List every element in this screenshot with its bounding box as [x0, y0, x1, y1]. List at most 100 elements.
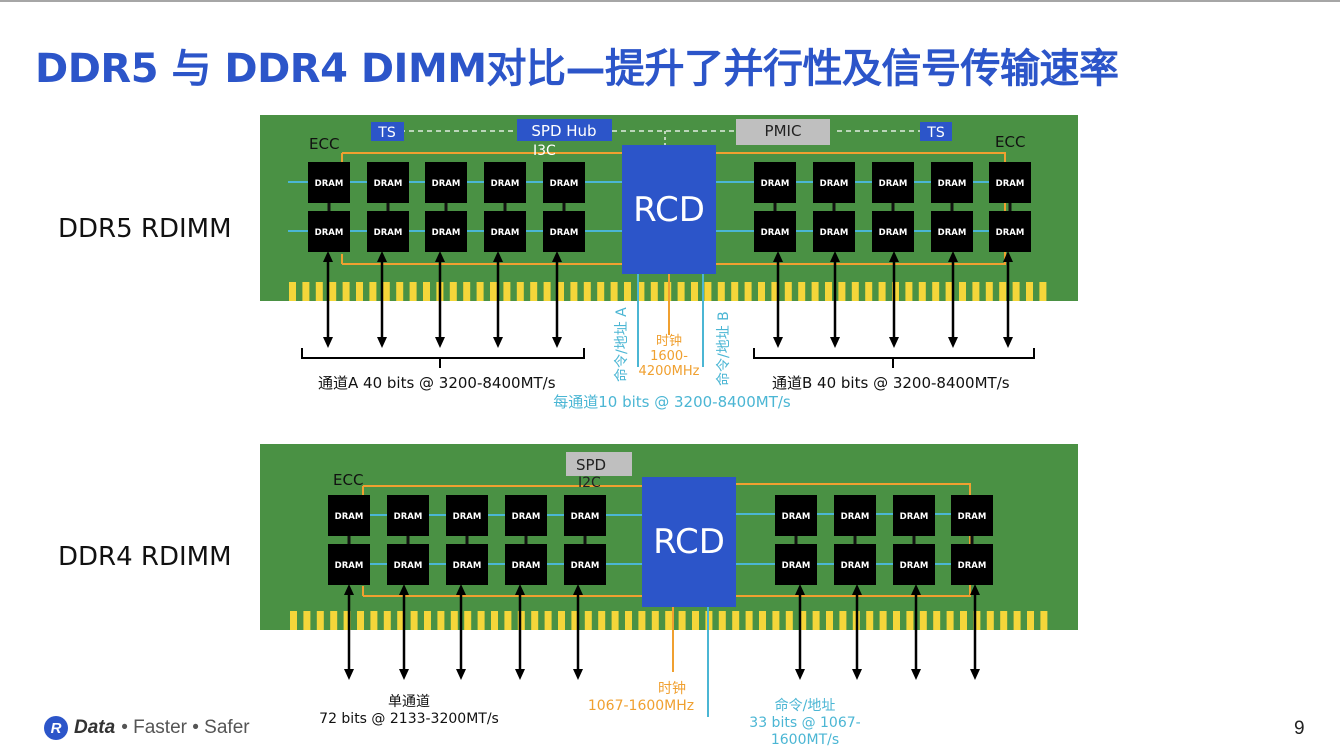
ddr5-dram-label: DRAM — [374, 179, 403, 189]
gold-pin — [919, 611, 927, 630]
gold-pin — [558, 611, 565, 630]
gold-pin — [677, 282, 685, 301]
gold-pin — [543, 282, 551, 301]
ddr5-dram-chip — [813, 211, 855, 252]
gold-pin — [356, 282, 363, 301]
gold-pin — [651, 611, 659, 630]
gold-pin — [409, 282, 417, 301]
gold-pin — [476, 282, 484, 301]
gold-pin — [933, 611, 941, 630]
ddr4-module: DRAMDRAMDRAMDRAMDRAMDRAMDRAMDRAMDRAMDRAM… — [260, 444, 1078, 748]
ddr5-dram-chip — [754, 211, 796, 252]
ddr4-rcd-chip — [642, 477, 736, 607]
gold-pin — [396, 282, 404, 301]
ddr5-dram-label: DRAM — [761, 228, 790, 238]
gold-pin — [650, 282, 658, 301]
ddr4-spd-label: SPD — [576, 456, 606, 474]
gold-pin — [557, 282, 564, 301]
gold-pin — [918, 282, 926, 301]
gold-pin — [583, 282, 591, 301]
ddr5-dram-label: DRAM — [879, 228, 908, 238]
ddr5-gold-pins — [289, 282, 1047, 301]
gold-pin — [784, 282, 792, 301]
gold-pin — [691, 282, 698, 301]
ddr5-arrow-head-up — [323, 251, 333, 262]
ddr4-dram-label: DRAM — [958, 561, 987, 571]
ddr4-arrow-head-down — [344, 669, 354, 680]
ddr5-arrow-head-up — [1003, 251, 1013, 262]
gold-pin — [665, 611, 673, 630]
ddr5-pmic-box — [736, 119, 830, 145]
ddr4-dram-chip — [446, 544, 488, 585]
gold-pin — [731, 282, 739, 301]
ddr4-dram-label: DRAM — [335, 561, 364, 571]
ddr4-single-channel-label: 单通道 — [388, 694, 430, 710]
ddr5-dram-label: DRAM — [820, 228, 849, 238]
gold-pin — [1039, 282, 1047, 301]
gold-pin — [906, 611, 914, 630]
gold-pin — [531, 611, 539, 630]
ddr4-dram-label: DRAM — [841, 512, 870, 522]
ddr4-dram-label: DRAM — [453, 512, 482, 522]
ddr4-arrow-head-up — [911, 584, 921, 595]
gold-pin — [610, 282, 618, 301]
top-border — [0, 0, 1340, 2]
ddr5-ecc-right-label: ECC — [995, 133, 1025, 151]
page-number: 9 — [1294, 718, 1305, 739]
gold-pin — [397, 611, 405, 630]
gold-pin — [932, 282, 940, 301]
ddr5-arrow-head-up — [830, 251, 840, 262]
gold-pin — [597, 282, 605, 301]
gold-pin — [410, 611, 418, 630]
gold-pin — [812, 611, 820, 630]
ddr5-arrow-head-up — [773, 251, 783, 262]
gold-pin — [315, 282, 323, 301]
ddr4-clock-bus-right — [736, 483, 971, 597]
gold-pin — [838, 282, 846, 301]
ddr4-dram-chip — [951, 495, 993, 536]
gold-pin — [303, 611, 311, 630]
ddr5-clock-range-2: 4200MHz — [639, 364, 700, 379]
gold-pin — [986, 611, 994, 630]
ddr4-dram-label: DRAM — [394, 512, 423, 522]
gold-pin — [678, 611, 686, 630]
gold-pin — [839, 611, 847, 630]
ddr5-dram-chip — [931, 162, 973, 203]
gold-pin — [637, 282, 645, 301]
ddr5-dram-label: DRAM — [374, 228, 403, 238]
gold-pin — [1000, 611, 1008, 630]
ddr5-arrow-head-up — [948, 251, 958, 262]
gold-pin — [1040, 611, 1048, 630]
gold-pin — [826, 611, 833, 630]
ddr4-arrow-head-up — [399, 584, 409, 595]
gold-pin — [503, 282, 511, 301]
gold-pin — [584, 611, 592, 630]
ddr4-dram-label: DRAM — [900, 561, 929, 571]
gold-pin — [570, 282, 578, 301]
ddr5-dram-chip — [989, 211, 1031, 252]
gold-pin — [611, 611, 619, 630]
ddr5-arrow-head-down — [773, 337, 783, 348]
ddr4-dram-chips: DRAMDRAMDRAMDRAMDRAMDRAMDRAMDRAMDRAMDRAM… — [328, 495, 993, 585]
ddr5-ts-left-box — [371, 122, 404, 141]
ddr5-clock-bus-left — [341, 152, 622, 265]
gold-pin — [571, 611, 579, 630]
gold-pin — [732, 611, 740, 630]
ddr5-arrow-head-up — [377, 251, 387, 262]
gold-pin — [745, 611, 753, 630]
ddr4-arrow-head-down — [970, 669, 980, 680]
ddr5-channel-a-label: 通道A 40 bits @ 3200-8400MT/s — [318, 374, 556, 392]
ddr5-ts-right-box — [920, 122, 952, 141]
ddr5-dram-label: DRAM — [315, 228, 344, 238]
gold-pin — [945, 282, 953, 301]
ddr5-dram-chip — [308, 211, 350, 252]
ddr4-dram-label: DRAM — [453, 561, 482, 571]
ddr5-channel-b-brace — [753, 348, 1035, 368]
gold-pin — [772, 611, 780, 630]
ddr4-ecc-left-label: ECC — [333, 471, 363, 489]
gold-pin — [517, 611, 525, 630]
gold-pin — [625, 611, 632, 630]
ddr4-arrow-head-down — [573, 669, 583, 680]
ddr5-dram-chip — [367, 162, 409, 203]
